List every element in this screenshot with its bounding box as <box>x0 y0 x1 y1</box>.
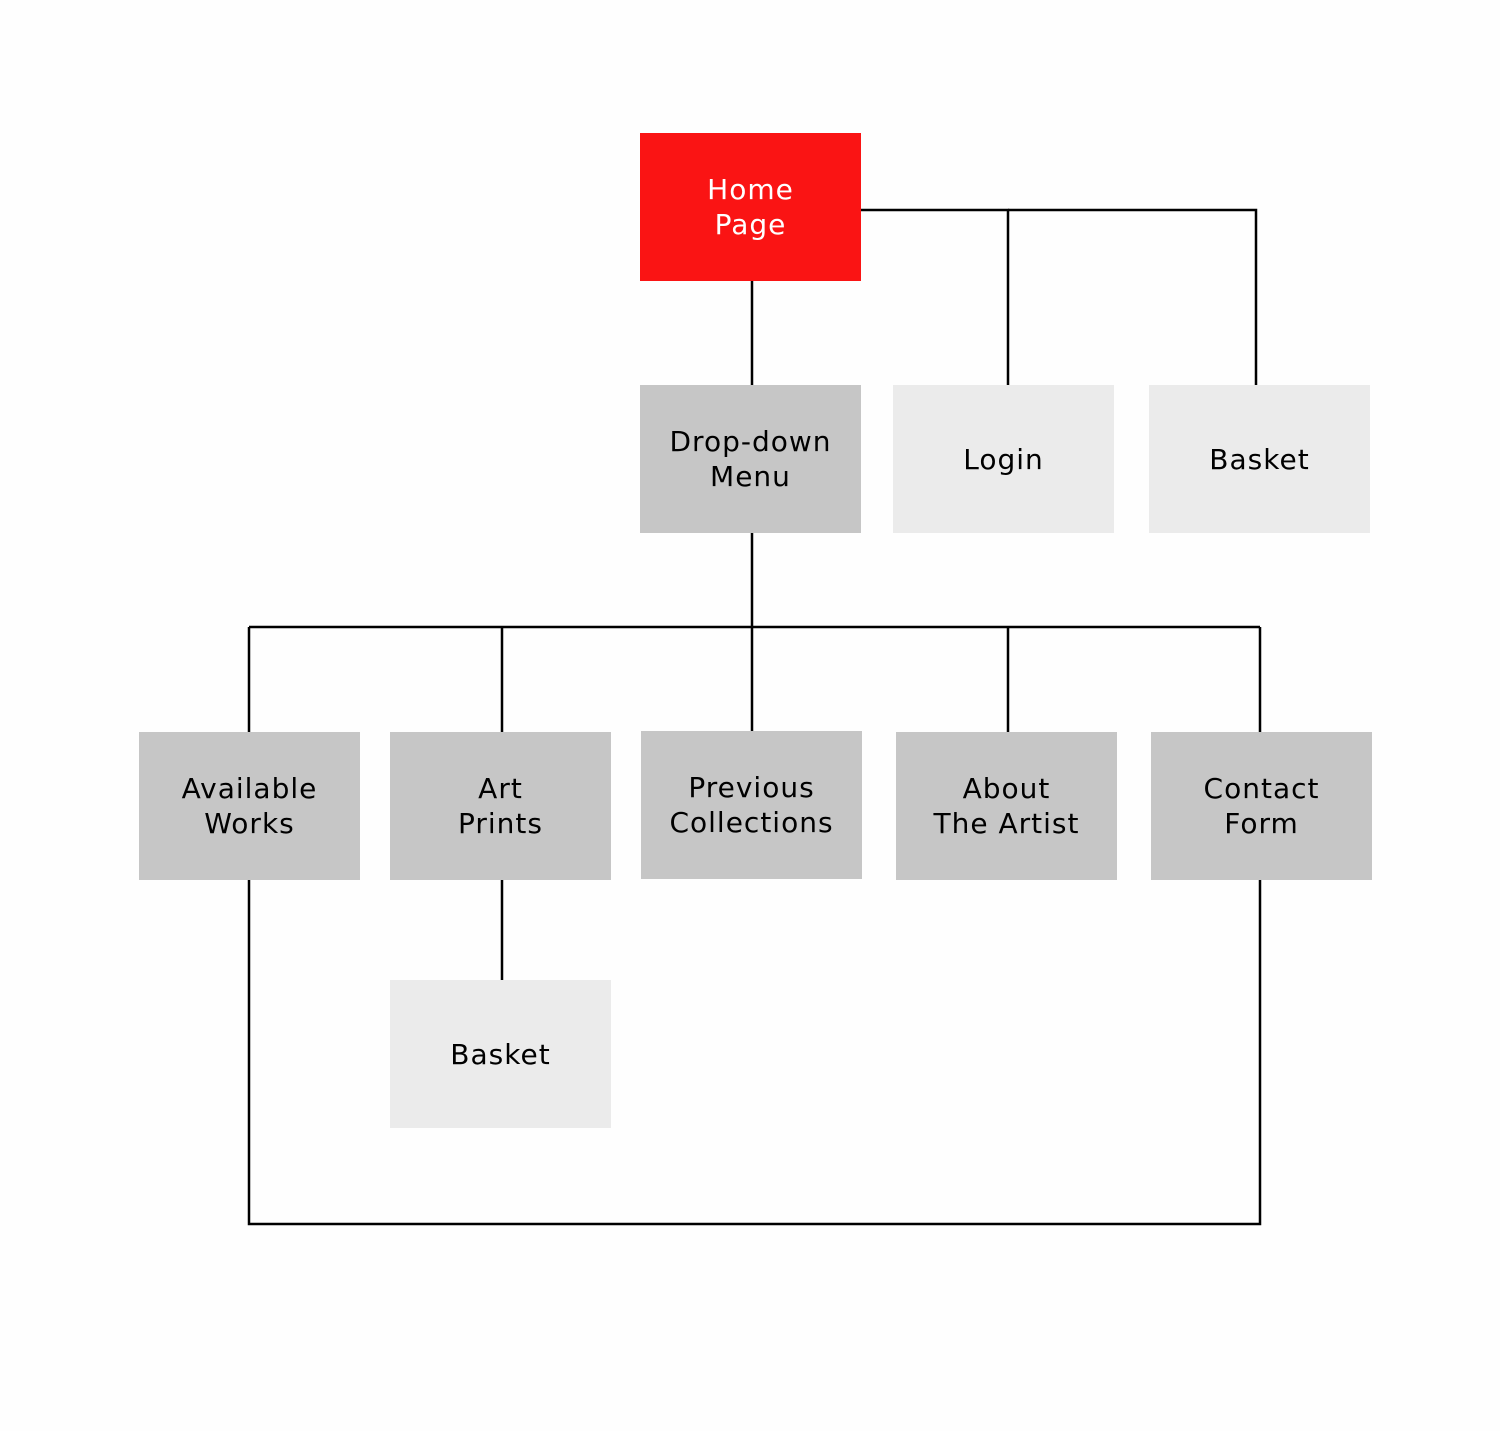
node-login: Login <box>893 385 1114 533</box>
node-contact-form: Contact Form <box>1151 732 1372 880</box>
edge-home-basket-top <box>1008 208 1258 385</box>
node-label: Home Page <box>707 173 794 241</box>
node-label: Contact Form <box>1203 772 1320 840</box>
node-label: Basket <box>450 1037 551 1071</box>
node-label: Art Prints <box>458 772 543 840</box>
edge-home-login <box>861 208 1010 385</box>
node-available-works: Available Works <box>139 732 360 880</box>
node-label: Login <box>963 442 1044 476</box>
node-previous-collections: Previous Collections <box>641 731 862 879</box>
node-basket-bottom: Basket <box>390 980 611 1128</box>
node-home-page: Home Page <box>640 133 861 281</box>
node-drop-down-menu: Drop-down Menu <box>640 385 861 533</box>
node-label: Basket <box>1209 442 1310 476</box>
node-label: Available Works <box>181 772 318 840</box>
node-label: Previous Collections <box>669 771 834 839</box>
node-label: Drop-down Menu <box>669 425 832 493</box>
node-basket-top: Basket <box>1149 385 1370 533</box>
edge-available-works-contact-form <box>247 880 1262 1226</box>
node-art-prints: Art Prints <box>390 732 611 880</box>
node-about-the-artist: About The Artist <box>896 732 1117 880</box>
node-label: About The Artist <box>933 772 1080 840</box>
